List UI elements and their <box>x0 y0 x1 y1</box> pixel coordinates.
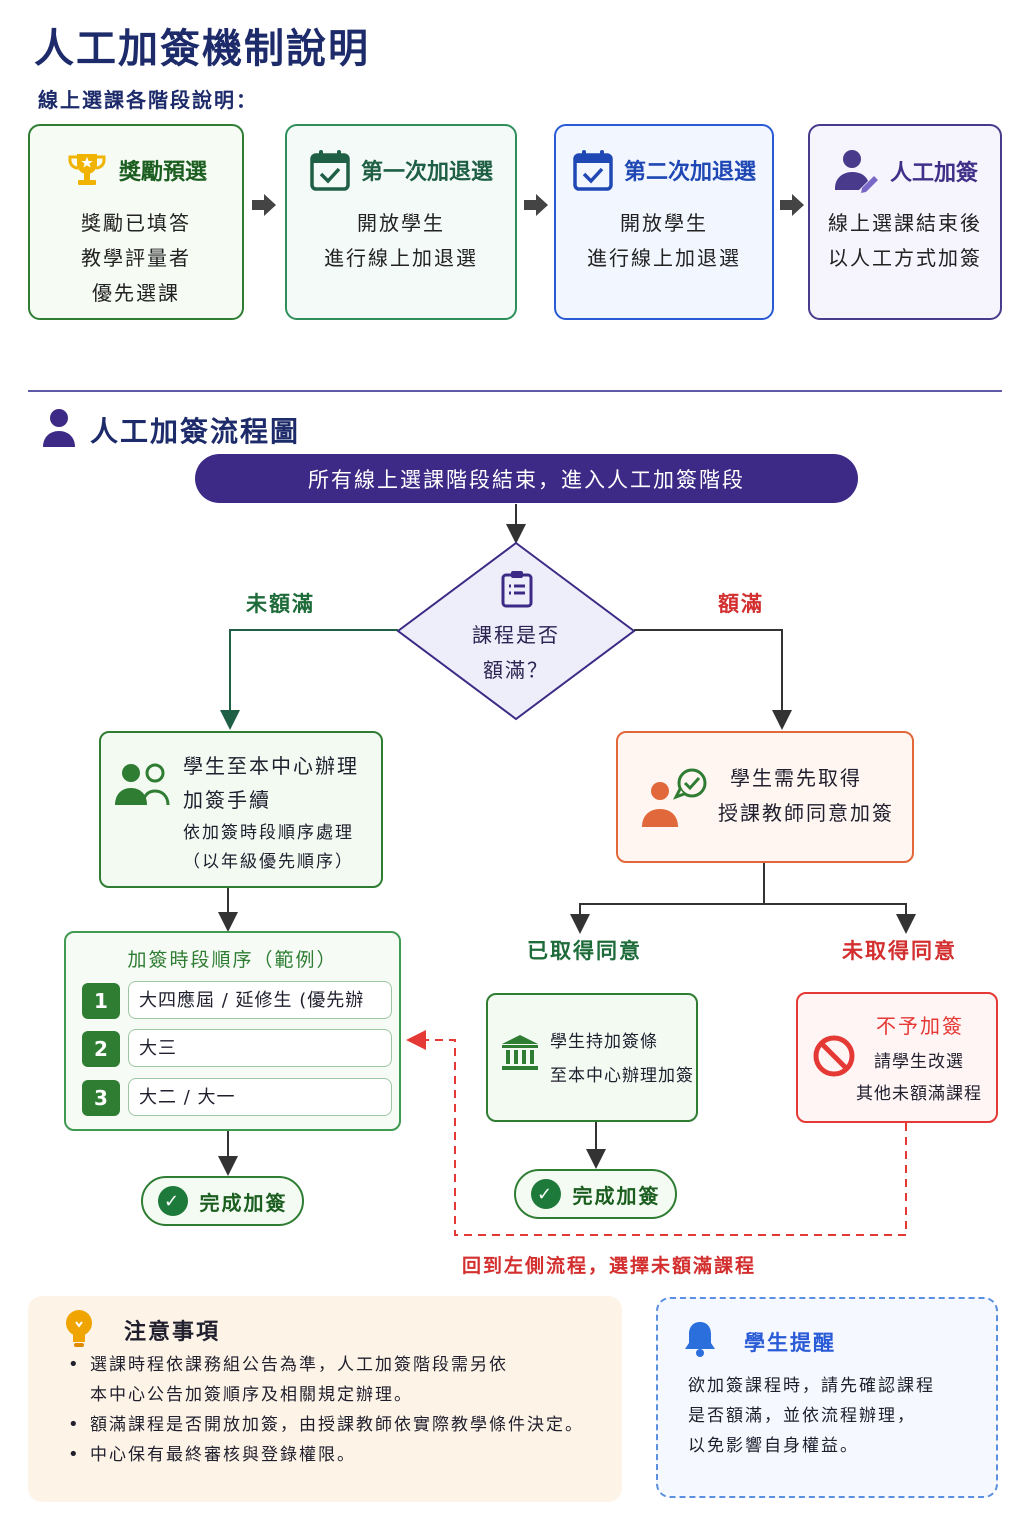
slot-text: 大三 <box>128 1029 392 1067</box>
reminder-panel: 學生提醒 欲加簽課程時，請先確認課程 是否額滿，並依流程辦理， 以免影響自身權益… <box>656 1297 998 1498</box>
box-text: 加簽手續 <box>183 788 271 812</box>
branch-label-not-agreed: 未取得同意 <box>842 939 957 963</box>
stage-title: 人工加簽 <box>889 161 978 186</box>
reminder-title: 學生提醒 <box>744 1331 836 1355</box>
slot-number: 3 <box>82 1080 120 1116</box>
slot-row: 3 大二 / 大一 <box>82 1078 393 1118</box>
notes-title: 注意事項 <box>124 1320 221 1345</box>
done-node: ✓ 完成加簽 <box>141 1176 304 1226</box>
slot-row: 2 大三 <box>82 1029 393 1069</box>
page-title: 人工加簽機制說明 <box>34 26 370 72</box>
stage-title: 獎勵預選 <box>118 160 207 185</box>
note-text: 中心保有最終審核與登錄權限。 <box>90 1445 356 1465</box>
done-label: 完成加簽 <box>572 1183 661 1208</box>
box-text: 授課教師同意加簽 <box>718 801 894 825</box>
flow-title: 人工加簽流程圖 <box>90 415 301 448</box>
reminder-text: 以免影響自身權益。 <box>688 1436 859 1456</box>
slot-number: 1 <box>82 983 120 1019</box>
arrow-right-icon <box>524 194 548 216</box>
section-divider <box>28 390 1002 392</box>
person-check-icon <box>642 768 707 827</box>
prohibited-icon <box>813 1035 855 1077</box>
box-text: 學生需先取得 <box>730 766 862 790</box>
stage-title: 第一次加退選 <box>360 160 493 185</box>
deny-process-box: 不予加簽 請學生改選 其他未額滿課程 <box>796 992 998 1123</box>
not-full-process-box: 學生至本中心辦理 加簽手續 依加簽時段順序處理 （以年級優先順序） <box>99 731 383 888</box>
check-circle-icon: ✓ <box>530 1179 561 1209</box>
branch-label-agreed: 已取得同意 <box>527 939 642 963</box>
slot-text: 大二 / 大一 <box>128 1078 392 1116</box>
flow-start-node: 所有線上選課階段結束，進入人工加簽階段 <box>195 454 858 503</box>
trophy-icon <box>68 154 106 185</box>
reminder-text: 欲加簽課程時，請先確認課程 <box>688 1376 935 1396</box>
clipboard-icon <box>501 571 533 608</box>
bank-icon <box>502 1035 538 1070</box>
person-edit-icon <box>834 150 878 193</box>
box-text: 其他未額滿課程 <box>856 1084 982 1104</box>
note-text: 額滿課程是否開放加簽，由授課教師依實際教學條件決定。 <box>90 1415 584 1435</box>
slot-row: 1 大四應屆 / 延修生 (優先辦理) <box>82 981 393 1049</box>
decision-text: 課程是否 <box>472 623 560 647</box>
stage-text: 獎勵已填答 <box>81 211 191 235</box>
reminder-text: 是否額滿，並依流程辦理， <box>688 1406 916 1426</box>
branch-label-full: 額滿 <box>718 592 764 616</box>
page-subtitle: 線上選課各階段說明： <box>38 88 258 112</box>
bell-icon <box>685 1322 715 1357</box>
box-text: 學生持加簽條 <box>550 1032 658 1052</box>
person-icon <box>43 409 75 447</box>
calendar-check-icon <box>310 150 350 191</box>
stage-text: 優先選課 <box>92 281 180 305</box>
check-circle-icon: ✓ <box>157 1186 188 1216</box>
note-text: 本中心公告加簽順序及相關規定辦理。 <box>90 1385 413 1405</box>
stage-text: 教學評量者 <box>81 246 191 270</box>
full-process-box: 學生需先取得 授課教師同意加簽 <box>616 731 914 863</box>
arrow-right-icon <box>252 194 276 216</box>
note-item: 中心保有最終審核與登錄權限。 <box>60 1440 620 1470</box>
box-text: 至本中心辦理加簽 <box>550 1066 694 1086</box>
stage-text: 進行線上加退選 <box>324 246 478 270</box>
note-item: 額滿課程是否開放加簽，由授課教師依實際教學條件決定。 <box>60 1410 620 1440</box>
return-note: 回到左側流程，選擇未額滿課程 <box>462 1255 757 1277</box>
notes-panel: 注意事項 選課時程依課務組公告為準，人工加簽階段需另依 本中心公告加簽順序及相關… <box>28 1296 622 1502</box>
lightbulb-icon <box>66 1310 92 1347</box>
stage-text: 進行線上加退選 <box>587 246 741 270</box>
arrow-right-icon <box>780 194 804 216</box>
stage-text: 開放學生 <box>357 211 445 235</box>
done-node: ✓ 完成加簽 <box>514 1169 677 1219</box>
stage-text: 開放學生 <box>620 211 708 235</box>
decision-node: 課程是否 額滿？ <box>446 618 586 688</box>
stage-title: 第二次加退選 <box>623 160 756 185</box>
branch-label-not-full: 未額滿 <box>246 592 315 616</box>
stage-card-reward-preselect: 獎勵預選 獎勵已填答 教學評量者 優先選課 <box>28 124 244 320</box>
box-text: 依加簽時段順序處理 <box>183 823 354 843</box>
note-text: 選課時程依課務組公告為準，人工加簽階段需另依 <box>90 1355 508 1375</box>
box-text: 學生至本中心辦理 <box>183 754 359 778</box>
people-icon <box>115 763 170 806</box>
box-text: （以年級優先順序） <box>183 852 354 872</box>
slot-number: 2 <box>82 1031 120 1067</box>
stage-text: 線上選課結束後 <box>828 211 982 235</box>
slot-text: 大四應屆 / 延修生 (優先辦理) <box>128 981 392 1049</box>
stage-card-first-add-drop: 第一次加退選 開放學生 進行線上加退選 <box>285 124 517 320</box>
slots-title: 加簽時段順序（範例） <box>127 949 338 971</box>
stage-card-second-add-drop: 第二次加退選 開放學生 進行線上加退選 <box>554 124 774 320</box>
calendar-check-icon <box>573 150 613 191</box>
box-text: 請學生改選 <box>874 1052 964 1072</box>
notes-list: 選課時程依課務組公告為準，人工加簽階段需另依 本中心公告加簽順序及相關規定辦理。… <box>60 1350 620 1470</box>
decision-text: 額滿？ <box>483 658 549 682</box>
agreed-process-box: 學生持加簽條 至本中心辦理加簽 <box>486 993 698 1122</box>
deny-title: 不予加簽 <box>876 1014 964 1038</box>
stage-card-manual-add: 人工加簽 線上選課結束後 以人工方式加簽 <box>808 124 1002 320</box>
done-label: 完成加簽 <box>199 1190 288 1215</box>
stage-text: 以人工方式加簽 <box>828 246 982 270</box>
add-slot-order-box: 加簽時段順序（範例） 1 大四應屆 / 延修生 (優先辦理) 2 大三 3 大二… <box>64 931 401 1131</box>
note-item: 選課時程依課務組公告為準，人工加簽階段需另依 本中心公告加簽順序及相關規定辦理。 <box>60 1350 620 1410</box>
